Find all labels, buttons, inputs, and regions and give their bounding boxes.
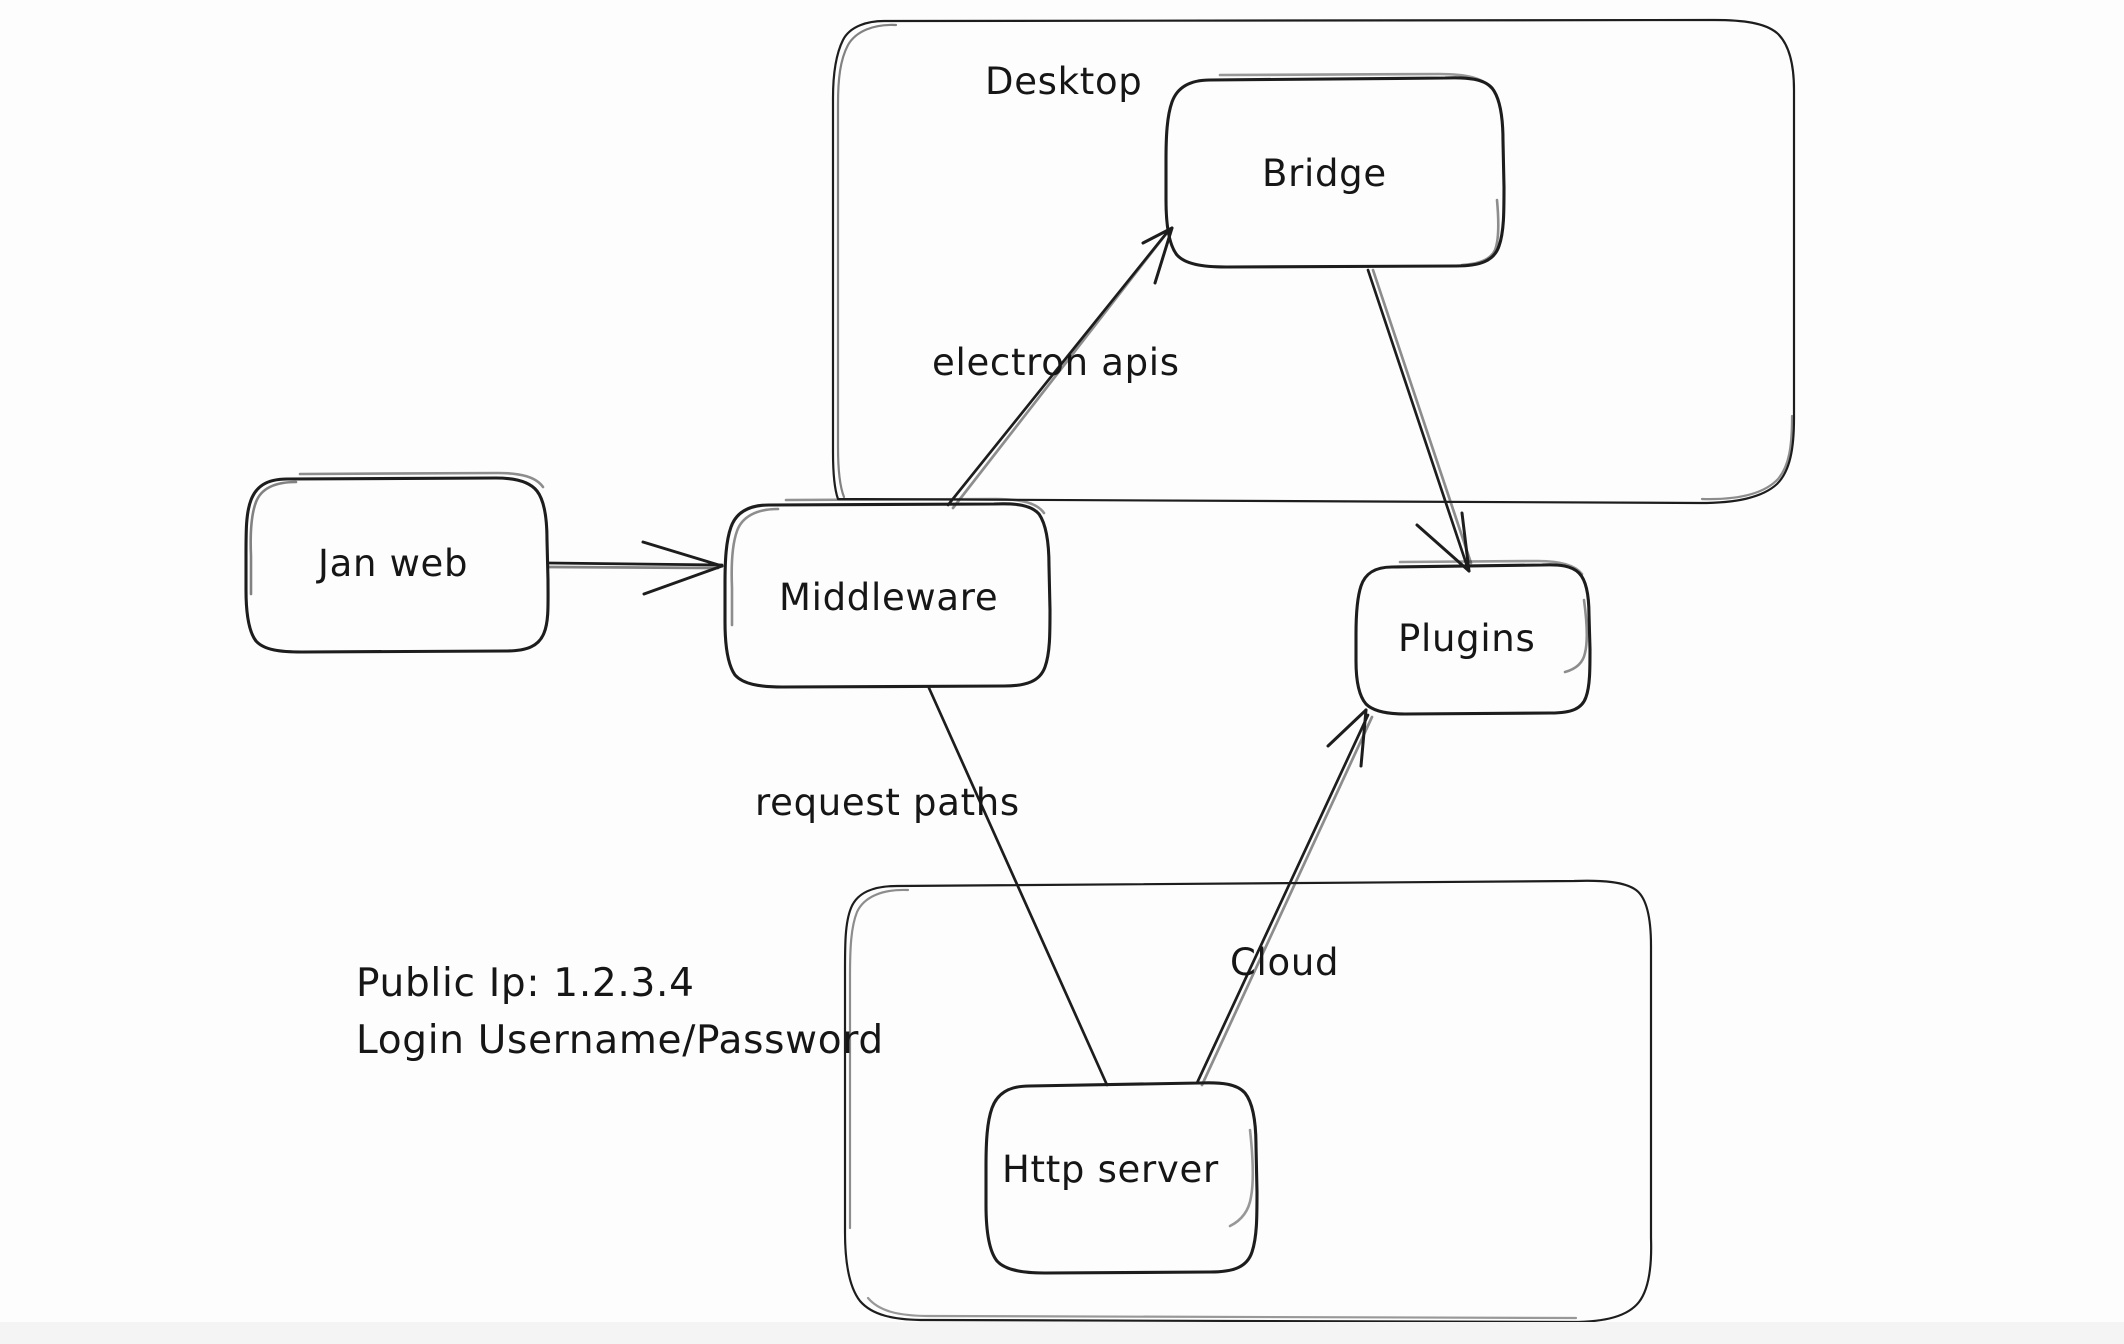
bottom-edge-strip [0,1322,2124,1344]
node-http-server-label: Http server [1002,1148,1219,1191]
edge-middleware-httpserver: request paths [755,686,1109,1087]
edge-httpserver-plugins: Cloud [1195,708,1374,1087]
node-plugins-label: Plugins [1398,617,1535,660]
node-middleware-label: Middleware [779,576,998,619]
group-desktop[interactable]: Desktop [831,18,1796,505]
edge-bridge-plugins [1366,268,1473,573]
notes-block: Public Ip: 1.2.3.4 Login Username/Passwo… [356,961,884,1063]
node-bridge[interactable]: Bridge [1164,72,1506,269]
edge-middleware-bridge: electron apis [932,226,1180,510]
edge-janweb-middleware [547,540,724,596]
node-jan-web-label: Jan web [316,542,468,585]
node-middleware[interactable]: Middleware [723,497,1052,689]
note-login: Login Username/Password [356,1018,884,1063]
group-desktop-label: Desktop [985,60,1143,103]
note-public-ip: Public Ip: 1.2.3.4 [356,961,695,1006]
node-jan-web[interactable]: Jan web [244,471,550,654]
edge-request-paths-label: request paths [755,781,1020,824]
edge-cloud-label: Cloud [1230,941,1339,984]
node-plugins[interactable]: Plugins [1354,559,1592,716]
edge-electron-apis-label: electron apis [932,341,1180,384]
node-http-server[interactable]: Http server [984,1081,1259,1275]
node-bridge-label: Bridge [1262,152,1387,195]
